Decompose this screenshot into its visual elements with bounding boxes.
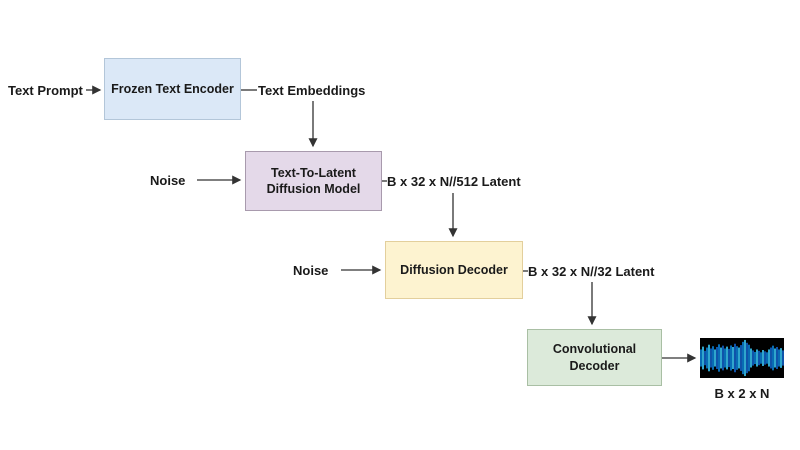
node-label: Frozen Text Encoder bbox=[111, 81, 234, 96]
label-text-embeddings: Text Embeddings bbox=[258, 83, 366, 98]
label-text-prompt: Text Prompt bbox=[8, 83, 83, 98]
audio-waveform-image bbox=[700, 338, 784, 378]
label-noise-1: Noise bbox=[150, 173, 186, 188]
label-latent-32: B x 32 x N//32 Latent bbox=[528, 264, 655, 279]
node-label: Convolutional Decoder bbox=[552, 342, 637, 373]
node-diffusion-decoder: Diffusion Decoder bbox=[385, 241, 523, 299]
node-label: Diffusion Decoder bbox=[400, 262, 508, 277]
label-latent-512: B x 32 x N//512 Latent bbox=[387, 174, 521, 189]
node-label: Text-To-Latent Diffusion Model bbox=[266, 165, 361, 196]
label-noise-2: Noise bbox=[293, 263, 329, 278]
node-convolutional-decoder: Convolutional Decoder bbox=[527, 329, 662, 386]
audio-waveform-svg bbox=[700, 338, 784, 378]
node-text-to-latent-diffusion-model: Text-To-Latent Diffusion Model bbox=[245, 151, 382, 211]
node-frozen-text-encoder: Frozen Text Encoder bbox=[104, 58, 241, 120]
label-output-shape: B x 2 x N bbox=[714, 386, 770, 401]
